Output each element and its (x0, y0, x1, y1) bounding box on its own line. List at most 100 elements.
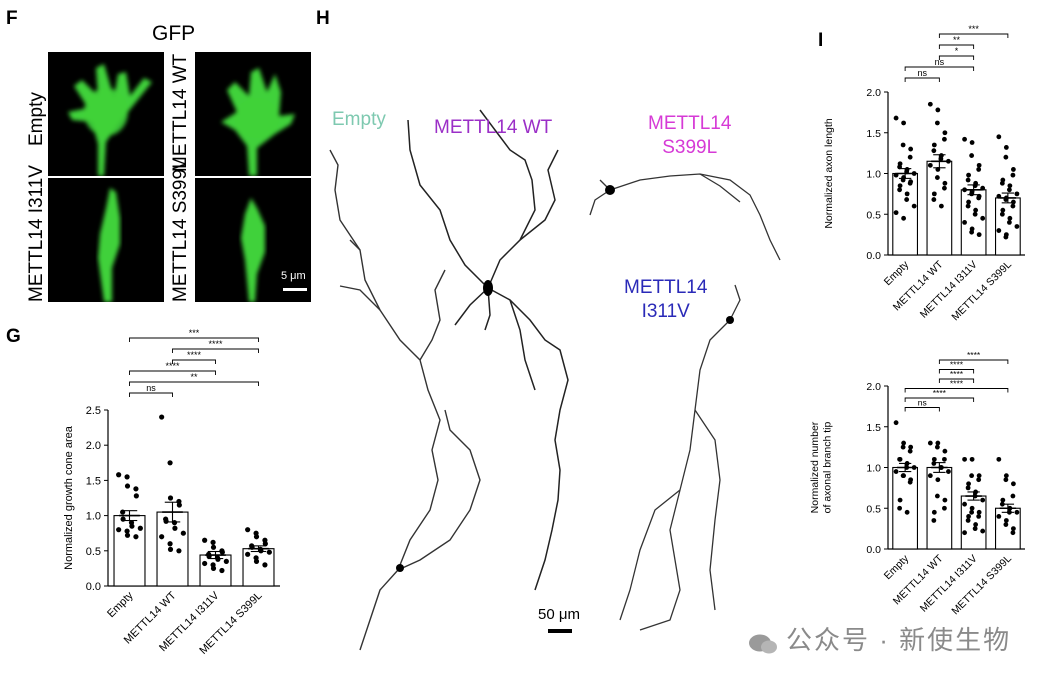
neuron-s399l (589, 173, 781, 261)
data-point (1007, 183, 1013, 189)
data-point (969, 505, 975, 511)
data-point (1014, 224, 1020, 229)
data-point (972, 526, 978, 532)
data-point (976, 509, 982, 515)
data-point (167, 546, 174, 552)
data-point (900, 142, 906, 148)
soma-wt (483, 280, 493, 296)
data-point (116, 527, 122, 533)
data-point (969, 473, 975, 479)
significance-label: ns (146, 383, 156, 393)
gfp-cell-i311v (98, 188, 120, 302)
significance-bracket (129, 337, 259, 342)
data-point (159, 534, 165, 540)
y-axis-label: Normalized number (809, 421, 821, 513)
significance-label: **** (933, 388, 947, 398)
data-point (202, 560, 208, 567)
y-tick-label: 0.0 (866, 250, 881, 262)
data-point (253, 534, 260, 540)
label-i311v-line1: METTL14 (624, 277, 708, 298)
data-point (931, 191, 937, 197)
data-point (223, 558, 229, 564)
data-point (934, 120, 940, 126)
data-point (180, 530, 186, 536)
data-point (942, 136, 947, 142)
data-point (176, 548, 182, 554)
data-point (1003, 154, 1009, 160)
data-point (973, 207, 979, 213)
data-point (976, 232, 982, 238)
data-point (942, 130, 948, 136)
significance-bracket (172, 348, 259, 353)
data-point (133, 493, 139, 499)
data-point (133, 534, 139, 540)
data-point (931, 142, 937, 148)
data-point (938, 203, 944, 209)
y-tick-label: 1.0 (866, 169, 881, 181)
label-s399l-line1: METTL14 (648, 113, 732, 134)
data-point (976, 195, 982, 201)
data-point (999, 180, 1005, 186)
data-point (1003, 234, 1009, 240)
soma-s399l (605, 185, 615, 195)
data-point (124, 483, 131, 489)
data-point (1006, 220, 1012, 225)
neuron-scale-bar (548, 629, 572, 633)
row-label-i311v: METTL14 I311V (26, 165, 47, 302)
data-point (904, 191, 910, 197)
data-point (931, 148, 937, 154)
significance-bracket (904, 77, 940, 82)
data-point (980, 497, 986, 503)
category-label: METTL14 S399L (949, 259, 1014, 324)
data-point (946, 469, 951, 474)
significance-bracket (938, 369, 975, 374)
significance-bracket (938, 33, 1009, 38)
label-s399l: METTL14 S399L (648, 112, 731, 160)
category-label: Empty (882, 552, 912, 582)
data-point (980, 215, 986, 221)
label-wt: METTL14 WT (434, 116, 552, 140)
neuron-scale-label: 50 μm (538, 606, 580, 623)
data-point (931, 509, 937, 515)
data-point (258, 548, 264, 554)
data-point (897, 497, 903, 503)
y-tick-label: 0.0 (86, 581, 101, 593)
data-point (966, 199, 971, 205)
data-point (931, 456, 937, 462)
y-tick-label: 2.5 (86, 405, 101, 417)
data-point (159, 414, 165, 420)
data-point (1010, 172, 1016, 178)
data-point (962, 501, 967, 507)
y-tick-label: 1.0 (86, 511, 101, 523)
significance-bracket (172, 359, 216, 364)
data-point (942, 456, 947, 462)
data-point (931, 197, 937, 202)
neuron-wt (407, 109, 569, 591)
data-point (266, 549, 272, 555)
data-point (907, 448, 913, 454)
data-point (907, 180, 913, 186)
significance-bracket (129, 392, 173, 397)
data-point (219, 567, 225, 574)
data-point (996, 514, 1002, 519)
significance-label: **** (187, 350, 202, 360)
significance-label: * (955, 46, 959, 56)
data-point (911, 171, 917, 176)
gfp-image-wt (195, 52, 311, 176)
bar (892, 466, 919, 550)
label-s399l-line2: S399L (662, 137, 718, 158)
data-point (1010, 526, 1016, 532)
data-point (167, 495, 174, 501)
data-point (1010, 493, 1016, 499)
data-point (202, 537, 208, 543)
data-point (996, 456, 1002, 462)
data-point (927, 162, 933, 168)
gfp-scale-bar (283, 288, 307, 291)
y-tick-label: 1.5 (866, 422, 881, 434)
significance-label: **** (165, 361, 180, 371)
y-tick-label: 2.0 (866, 87, 881, 99)
data-point (996, 228, 1002, 233)
significance-label: ** (953, 35, 961, 45)
data-point (907, 154, 913, 160)
